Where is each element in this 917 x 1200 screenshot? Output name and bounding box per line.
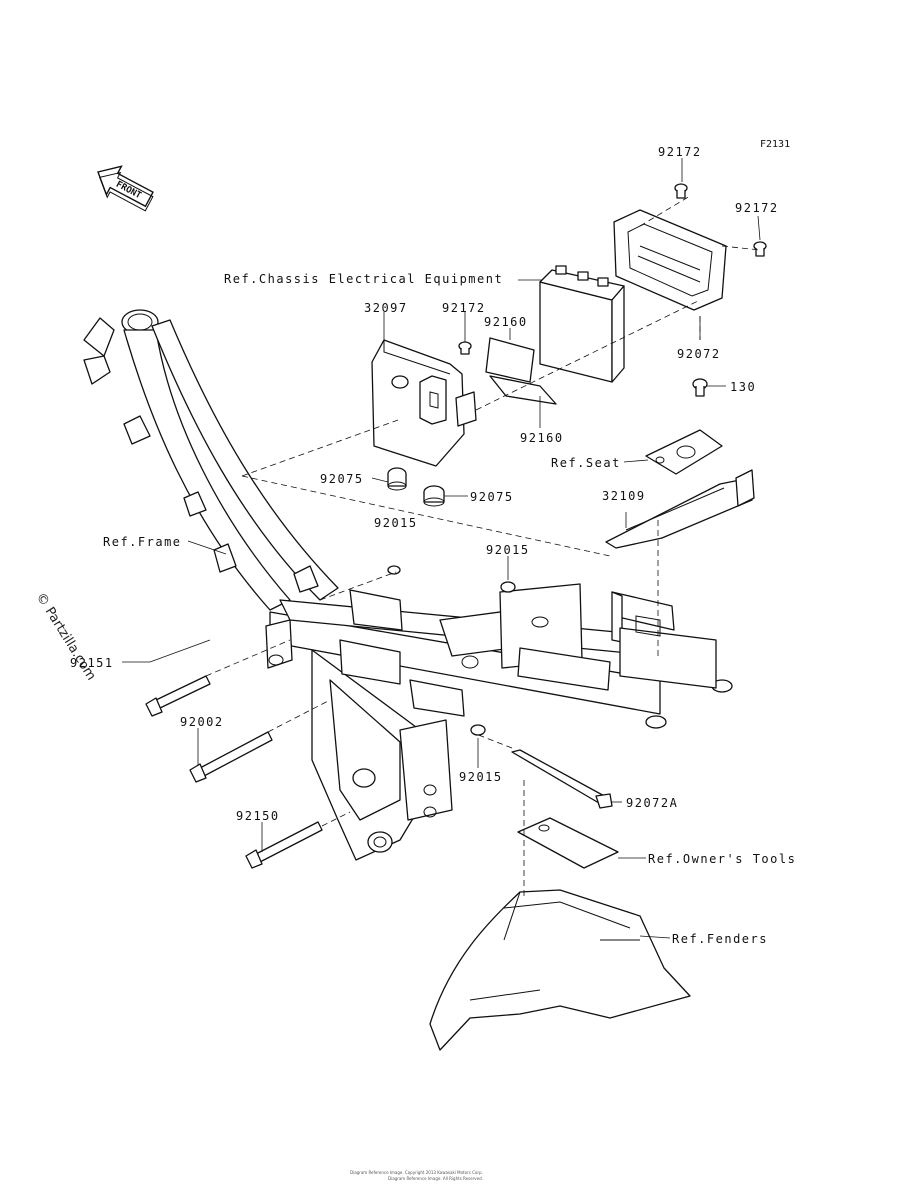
label-92075-right: 92075	[470, 490, 514, 504]
label-92160-bottom: 92160	[520, 431, 564, 445]
label-92151: 92151	[70, 656, 114, 670]
label-ref-fenders: Ref.Fenders	[672, 932, 768, 946]
label-92072: 92072	[677, 347, 721, 361]
label-32097: 32097	[364, 301, 408, 315]
seat-bracket-part	[645, 429, 723, 475]
footer-line-1: Diagram Reference Image. Copyright 2013 …	[350, 1170, 483, 1175]
label-ref-seat: Ref.Seat	[551, 456, 621, 470]
tray-32109	[605, 469, 755, 549]
grommet-92075-left	[387, 467, 407, 491]
front-arrow-icon: FRONT	[97, 165, 154, 212]
label-ref-frame: Ref.Frame	[103, 535, 182, 549]
label-92072A: 92072A	[626, 796, 678, 810]
label-92002: 92002	[180, 715, 224, 729]
label-92160-top: 92160	[484, 315, 528, 329]
bolt-92172-mid	[458, 341, 472, 355]
battery-pad-92160	[485, 337, 557, 405]
label-92015-upper: 92015	[374, 516, 418, 530]
battery-holder-part	[613, 209, 727, 311]
bolt-130	[692, 378, 708, 397]
label-92172-right: 92172	[735, 201, 779, 215]
label-32109: 32109	[602, 489, 646, 503]
label-ref-owners-tools: Ref.Owner's Tools	[648, 852, 796, 866]
bolt-92151	[145, 675, 211, 717]
fender-part	[429, 889, 691, 1051]
diagram-code: F2131	[760, 139, 790, 150]
label-ref-chassis-electrical: Ref.Chassis Electrical Equipment	[224, 272, 503, 286]
label-92172-top: 92172	[658, 145, 702, 159]
footer-line-2: Diagram Reference Image. All Rights Rese…	[388, 1176, 483, 1181]
label-92075-left: 92075	[320, 472, 364, 486]
bolt-92172-top	[674, 183, 688, 199]
strap-92072A	[511, 749, 613, 809]
label-92015-mid: 92015	[486, 543, 530, 557]
bolt-92002	[189, 731, 273, 783]
label-92150: 92150	[236, 809, 280, 823]
owners-tools-part	[517, 817, 619, 869]
bolt-92150	[245, 821, 323, 869]
electrical-box-32097	[371, 339, 477, 467]
label-130: 130	[730, 380, 756, 394]
label-92015-lower: 92015	[459, 770, 503, 784]
main-frame-part	[83, 309, 733, 861]
bolt-92172-right	[753, 241, 767, 257]
grommet-92075-right	[423, 485, 445, 507]
label-92172-mid: 92172	[442, 301, 486, 315]
battery-part	[539, 265, 625, 383]
